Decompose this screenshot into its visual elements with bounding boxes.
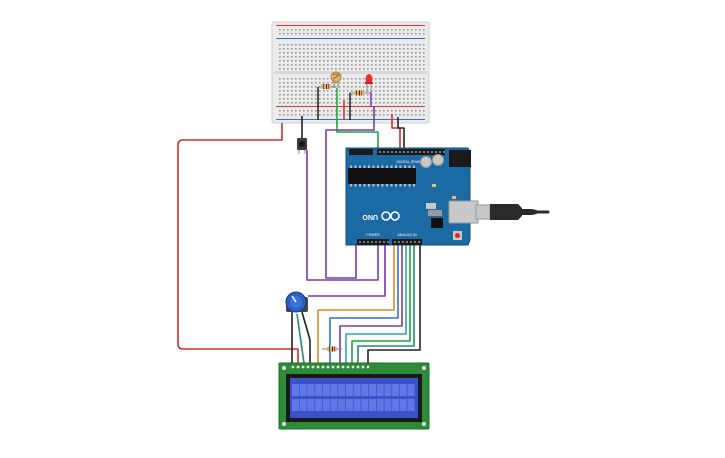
lcd-cell <box>376 399 384 411</box>
lcd-cell <box>369 384 376 396</box>
wire-purple-pot <box>308 245 386 297</box>
lcd-cell <box>369 399 376 411</box>
lcd-pin-header <box>291 365 370 369</box>
wire-green-data <box>351 245 411 363</box>
lcd-cell <box>399 399 407 411</box>
arduino-infinity-icon <box>381 211 400 221</box>
usb-port <box>448 200 479 224</box>
potentiometer[interactable] <box>285 291 308 313</box>
wire-purple-button <box>306 150 379 281</box>
resistor-backlight[interactable] <box>322 346 342 352</box>
capacitor-2 <box>432 154 444 166</box>
lcd-cell <box>384 399 392 411</box>
lcd-cell <box>307 384 315 396</box>
capacitor-1 <box>420 156 432 168</box>
wire-teal-data <box>357 245 415 363</box>
lcd-cell <box>322 399 330 411</box>
wire-black-bb-gnd <box>397 117 405 150</box>
photoresistor[interactable] <box>330 71 342 88</box>
wire-purple-data <box>339 245 403 363</box>
lcd-cell <box>345 399 353 411</box>
wire-cyan <box>345 245 407 363</box>
lcd-cell <box>376 384 384 396</box>
analog-header-label: ANALOG IN <box>397 233 417 237</box>
lcd-16x2[interactable] <box>278 362 430 430</box>
arduino-brand-label: UNO <box>362 213 378 220</box>
lcd-cell <box>353 399 361 411</box>
breadboard-rail-top-red <box>276 25 425 26</box>
resistor-ldr[interactable] <box>318 84 335 89</box>
wire-orange <box>317 245 395 363</box>
digital-header-label: DIGITAL (PWM~) <box>396 160 423 164</box>
lcd-cell <box>307 399 315 411</box>
lcd-cell <box>330 399 338 411</box>
power-jack <box>449 150 471 167</box>
resistor-led[interactable] <box>350 90 370 96</box>
lcd-cell <box>315 399 323 411</box>
lcd-cell <box>315 384 323 396</box>
wires <box>177 106 421 364</box>
lcd-cell <box>292 399 299 411</box>
led-red[interactable] <box>365 74 373 92</box>
power-header-label: POWER <box>366 233 380 237</box>
push-button[interactable] <box>297 138 307 154</box>
atmega-chip <box>348 168 416 184</box>
lcd-cell <box>299 384 307 396</box>
lcd-cell <box>392 384 400 396</box>
wire-green-ldr <box>336 106 379 150</box>
breadboard-center-channel <box>274 71 427 74</box>
lcd-cell <box>361 399 369 411</box>
lcd-cell <box>399 384 407 396</box>
lcd-cell <box>299 399 307 411</box>
wire-red-bb-arduino <box>391 114 401 150</box>
wire-purple-led <box>325 106 375 279</box>
lcd-character-cells <box>292 384 415 411</box>
lcd-cell <box>338 384 346 396</box>
lcd-cell <box>392 399 400 411</box>
lcd-cell <box>330 384 338 396</box>
wire-black-gnd-lcd <box>367 245 421 363</box>
breadboard-jumpers <box>317 87 372 120</box>
breadboard[interactable] <box>271 21 430 124</box>
lcd-cell <box>345 384 353 396</box>
lcd-cell <box>292 384 299 396</box>
wire-black-pot-right <box>301 311 311 363</box>
wire-teal-pot <box>296 313 305 364</box>
lcd-cell <box>322 384 330 396</box>
wire-red-5v <box>177 123 299 363</box>
usb-cable <box>475 204 550 220</box>
lcd-cell <box>353 384 361 396</box>
lcd-cell <box>384 384 392 396</box>
digital-pins <box>379 151 445 153</box>
wire-blue-1 <box>329 245 399 363</box>
lcd-cell <box>338 399 346 411</box>
breadboard-rail-top-blue <box>276 38 425 39</box>
lcd-cell <box>407 384 415 396</box>
lcd-cell <box>361 384 369 396</box>
arduino-uno[interactable]: DIGITAL (PWM~) UNO POWER ANAL <box>345 147 479 246</box>
lcd-cell <box>407 399 415 411</box>
